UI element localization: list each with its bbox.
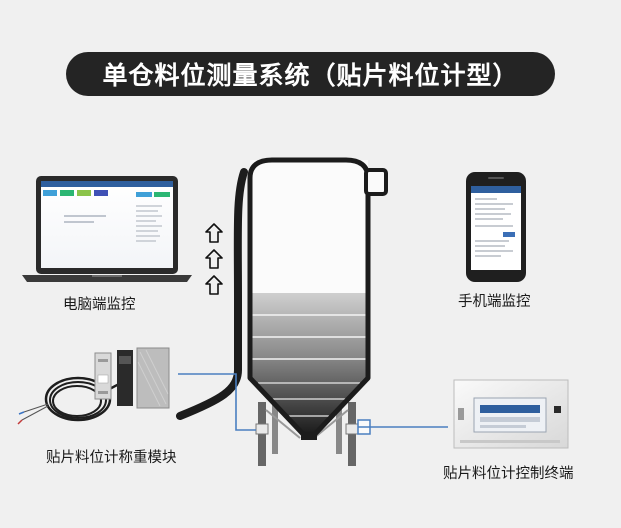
smartphone-icon — [466, 172, 526, 282]
laptop-icon — [22, 176, 192, 282]
up-arrow-icon — [205, 223, 223, 295]
label-weighing-module: 贴片料位计称重模块 — [46, 450, 177, 466]
title-banner: 单仓料位测量系统（贴片料位计型） — [66, 52, 555, 96]
connection-lines — [178, 373, 448, 431]
control-box-icon — [453, 379, 569, 449]
label-control-terminal: 贴片料位计控制终端 — [443, 466, 574, 482]
label-phone-monitor: 手机端监控 — [458, 294, 531, 310]
page-title: 单仓料位测量系统（贴片料位计型） — [102, 61, 519, 90]
label-pc-monitor: 电脑端监控 — [63, 297, 136, 313]
patch-sensor-icon — [17, 347, 170, 425]
silo — [176, 157, 388, 466]
